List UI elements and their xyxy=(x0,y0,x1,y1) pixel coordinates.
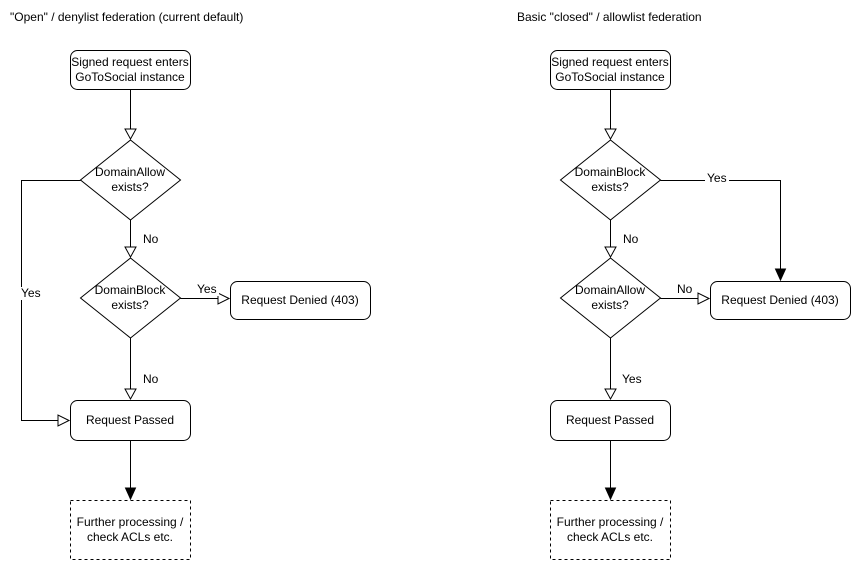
arrowhead-hollow-icon xyxy=(604,388,617,401)
left-denied-label: Request Denied (403) xyxy=(241,292,359,307)
left-connector-yes-loop xyxy=(21,180,81,421)
arrowhead-hollow-icon xyxy=(217,292,231,305)
arrowhead-hollow-icon xyxy=(57,414,71,427)
left-decision1-yes-label: Yes xyxy=(19,286,43,300)
left-decision1-no-label: No xyxy=(141,232,161,246)
left-start-label: Signed request enters GoToSocial instanc… xyxy=(71,54,189,84)
left-passed-label: Request Passed xyxy=(85,412,175,427)
right-decision1-label: DomainBlock exists? xyxy=(574,165,646,194)
left-flowchart xyxy=(21,50,371,560)
left-chart-title: "Open" / denylist federation (current de… xyxy=(10,10,244,24)
right-flowchart xyxy=(550,50,851,560)
arrowhead-hollow-icon xyxy=(697,292,711,305)
left-further-node xyxy=(70,500,191,560)
right-decision2-yes-label: Yes xyxy=(620,372,644,386)
arrowhead-hollow-icon xyxy=(124,128,137,141)
right-decision1-no-label: No xyxy=(621,232,641,246)
right-further-node xyxy=(550,500,671,560)
arrowhead-hollow-icon xyxy=(604,128,617,141)
left-decision1-label: DomainAllow exists? xyxy=(94,165,166,194)
left-further-label: Further processing / check ACLs etc. xyxy=(76,515,184,544)
arrowhead-filled-icon xyxy=(774,268,787,282)
arrowhead-filled-icon xyxy=(124,487,137,501)
arrowhead-hollow-icon xyxy=(124,246,137,259)
arrowhead-filled-icon xyxy=(604,487,617,501)
arrowhead-hollow-icon xyxy=(124,388,137,401)
right-decision1-yes-label: Yes xyxy=(705,171,729,185)
right-chart-title: Basic "closed" / allowlist federation xyxy=(517,10,702,24)
right-start-label: Signed request enters GoToSocial instanc… xyxy=(551,54,669,84)
right-further-label: Further processing / check ACLs etc. xyxy=(556,515,664,544)
right-passed-label: Request Passed xyxy=(565,412,655,427)
left-denied-node xyxy=(230,281,371,320)
left-decision2-label: DomainBlock exists? xyxy=(94,283,166,312)
right-decision2-no-label: No xyxy=(675,282,695,296)
left-decision2-yes-label: Yes xyxy=(195,282,219,296)
arrowhead-hollow-icon xyxy=(604,246,617,259)
right-decision2-label: DomainAllow exists? xyxy=(574,283,646,312)
right-connector-yes-to-denied xyxy=(660,180,781,269)
left-decision2-no-label: No xyxy=(141,372,161,386)
right-denied-label: Request Denied (403) xyxy=(721,292,839,307)
